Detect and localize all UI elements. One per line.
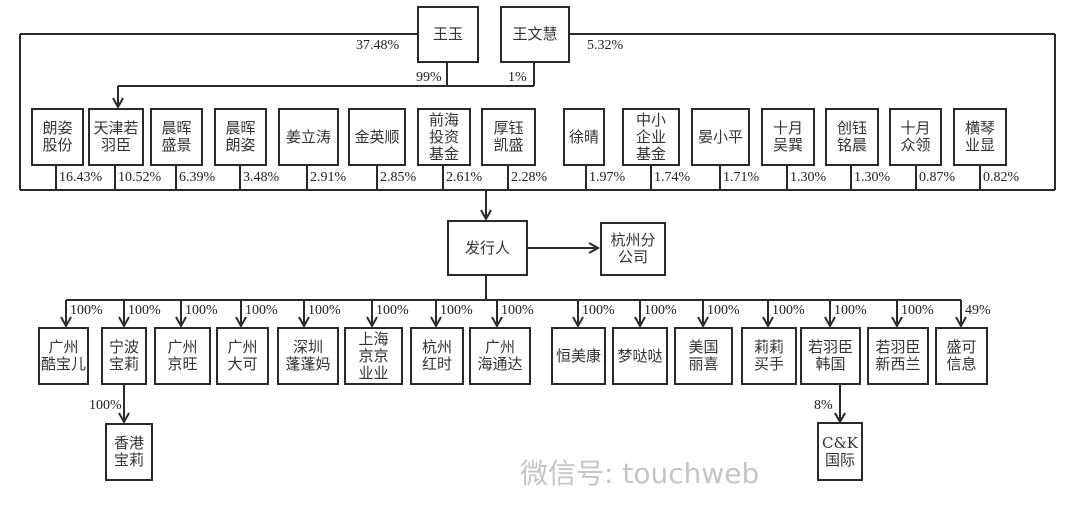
arrowhead-icon — [955, 316, 967, 329]
arrowhead-icon — [298, 316, 310, 329]
arrowhead-icon — [762, 316, 774, 329]
subsidiary-pct: 100% — [707, 303, 740, 318]
subsidiary-pct: 100% — [70, 303, 103, 318]
arrowhead-icon — [112, 97, 124, 110]
arrowhead-icon — [60, 316, 72, 329]
arrowhead-icon — [491, 316, 503, 329]
shareholder-box: 前海 投资 基金 — [417, 108, 471, 166]
arrowhead-icon — [572, 316, 584, 329]
arrowhead-icon — [588, 242, 601, 254]
arrowhead-icon — [118, 412, 130, 425]
subsidiary-box: 上海 京京 业业 — [344, 327, 403, 385]
subsidiary-pct: 100% — [185, 303, 218, 318]
shareholder-box: 晏小平 — [691, 108, 750, 166]
arrowhead-icon — [891, 316, 903, 329]
shareholding-pct: 0.82% — [983, 170, 1020, 185]
shareholder-box: 晨晖 朗姿 — [214, 108, 267, 166]
shareholding-pct: 2.85% — [380, 170, 417, 185]
subsidiary-box: 若羽臣 韩国 — [800, 327, 861, 385]
subsidiary-pct: 100% — [245, 303, 278, 318]
shareholding-pct: 1.97% — [589, 170, 626, 185]
arrowhead-icon — [235, 316, 247, 329]
issuer-box: 发行人 — [447, 220, 528, 276]
subsidiary-pct: 100% — [440, 303, 473, 318]
subsidiary-pct: 100% — [376, 303, 409, 318]
hk-baoli-box: 香港 宝莉 — [105, 423, 153, 481]
arrowhead-icon — [118, 316, 130, 329]
arrowhead-icon — [430, 316, 442, 329]
subsidiary-box: 宁波 宝莉 — [101, 327, 147, 385]
shareholding-pct: 1.30% — [790, 170, 827, 185]
shareholder-wang-wenhui: 王文慧 — [500, 6, 570, 63]
subsidiary-box: 恒美康 — [551, 327, 606, 385]
subsidiary-pct: 100% — [901, 303, 934, 318]
shareholder-wang-yu: 王玉 — [417, 6, 479, 63]
shareholding-pct: 6.39% — [179, 170, 216, 185]
subsidiary-box: 杭州 红时 — [410, 327, 464, 385]
subsidiary-pct: 100% — [501, 303, 534, 318]
shareholder-box: 朗姿 股份 — [31, 108, 84, 166]
shareholder-box: 厚钰 凯盛 — [481, 108, 536, 166]
subsidiary-pct: 100% — [772, 303, 805, 318]
subsidiary-pct: 100% — [582, 303, 615, 318]
subsidiary-box: 美国 丽喜 — [674, 327, 733, 385]
shareholder-box: 徐晴 — [563, 108, 605, 166]
subsidiary-pct: 100% — [644, 303, 677, 318]
shareholder-box: 十月 众领 — [889, 108, 942, 166]
arrowhead-icon — [366, 316, 378, 329]
subsidiary-box: 广州 酷宝儿 — [38, 327, 89, 385]
ck-international-box: C&K 国际 — [817, 422, 863, 481]
shareholding-pct: 2.61% — [446, 170, 483, 185]
subsidiary-box: 广州 京旺 — [154, 327, 211, 385]
arrowhead-icon — [634, 316, 646, 329]
wang-wenhui-tianjin-pct: 1% — [508, 70, 527, 85]
hk-baoli-pct: 100% — [89, 398, 122, 413]
ck-pct: 8% — [814, 398, 833, 413]
subsidiary-box: 梦哒哒 — [612, 327, 668, 385]
shareholding-pct: 0.87% — [919, 170, 956, 185]
arrowhead-icon — [697, 316, 709, 329]
shareholder-box: 姜立涛 — [278, 108, 339, 166]
shareholding-pct: 2.28% — [511, 170, 548, 185]
subsidiary-box: 广州 海通达 — [469, 327, 531, 385]
shareholding-pct: 1.30% — [854, 170, 891, 185]
shareholder-box: 金英顺 — [348, 108, 406, 166]
shareholding-pct: 10.52% — [118, 170, 162, 185]
shareholding-pct: 3.48% — [243, 170, 280, 185]
arrowhead-icon — [480, 209, 492, 222]
subsidiary-box: 盛可 信息 — [935, 327, 988, 385]
shareholding-pct: 1.74% — [654, 170, 691, 185]
subsidiary-pct: 100% — [128, 303, 161, 318]
subsidiary-box: 广州 大可 — [216, 327, 269, 385]
shareholder-box: 天津若 羽臣 — [88, 108, 144, 166]
shareholder-box: 创钰 铭晨 — [825, 108, 879, 166]
subsidiary-pct: 49% — [965, 303, 991, 318]
shareholder-box: 横琴 业显 — [953, 108, 1007, 166]
arrowhead-icon — [824, 316, 836, 329]
shareholder-box: 十月 吴巽 — [761, 108, 815, 166]
shareholding-pct: 1.71% — [723, 170, 760, 185]
wang-yu-pct: 37.48% — [356, 38, 400, 53]
hangzhou-branch-box: 杭州分 公司 — [600, 222, 666, 276]
wang-wenhui-pct: 5.32% — [587, 38, 624, 53]
wang-yu-tianjin-pct: 99% — [416, 70, 442, 85]
subsidiary-box: 莉莉 买手 — [741, 327, 797, 385]
watermark: 微信号: touchweb — [520, 457, 760, 490]
subsidiary-box: 深圳 蓬蓬妈 — [277, 327, 339, 385]
shareholder-box: 晨晖 盛景 — [150, 108, 203, 166]
subsidiary-pct: 100% — [834, 303, 867, 318]
subsidiary-pct: 100% — [308, 303, 341, 318]
shareholding-pct: 16.43% — [59, 170, 103, 185]
arrowhead-icon — [175, 316, 187, 329]
shareholder-box: 中小 企业 基金 — [622, 108, 680, 166]
shareholding-pct: 2.91% — [310, 170, 347, 185]
subsidiary-box: 若羽臣 新西兰 — [867, 327, 929, 385]
